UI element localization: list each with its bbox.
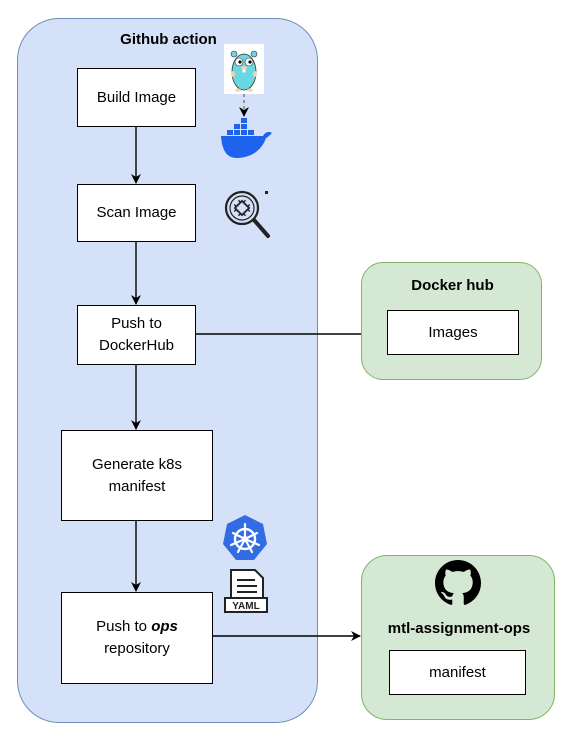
images-label: Images	[428, 323, 478, 341]
images-box: Images	[387, 310, 519, 355]
build-image-label: Build Image	[96, 88, 177, 106]
yaml-label: YAML	[232, 601, 259, 612]
docker-whale-icon	[221, 118, 272, 158]
yaml-file-icon: YAML	[224, 569, 268, 613]
kubernetes-icon	[223, 515, 267, 560]
push-ops-emphasis: ops	[151, 618, 178, 635]
push-ops-line2: repository	[104, 640, 170, 657]
build-image-step: Build Image	[77, 68, 196, 127]
generate-line2: manifest	[108, 477, 166, 495]
ops-repo-title: mtl-assignment-ops	[387, 620, 531, 637]
push-ops-prefix: Push to	[96, 618, 148, 635]
push-ops-step: Push to ops repository	[61, 592, 213, 684]
github-action-title: Github action	[120, 31, 217, 48]
push-dockerhub-line1: Push to	[111, 315, 162, 332]
go-gopher-icon	[224, 44, 264, 94]
scan-image-label: Scan Image	[96, 204, 177, 221]
manifest-box: manifest	[389, 650, 526, 695]
generate-manifest-step: Generate k8s manifest	[61, 430, 213, 521]
push-dockerhub-line2: DockerHub	[98, 337, 175, 354]
scan-image-step: Scan Image	[77, 184, 196, 242]
push-dockerhub-step: Push to DockerHub	[77, 305, 196, 365]
manifest-label: manifest	[429, 663, 486, 681]
github-icon	[435, 560, 481, 605]
magnifier-scan-icon	[224, 190, 270, 238]
docker-hub-title: Docker hub	[411, 277, 494, 294]
generate-line1: Generate k8s	[91, 455, 183, 473]
